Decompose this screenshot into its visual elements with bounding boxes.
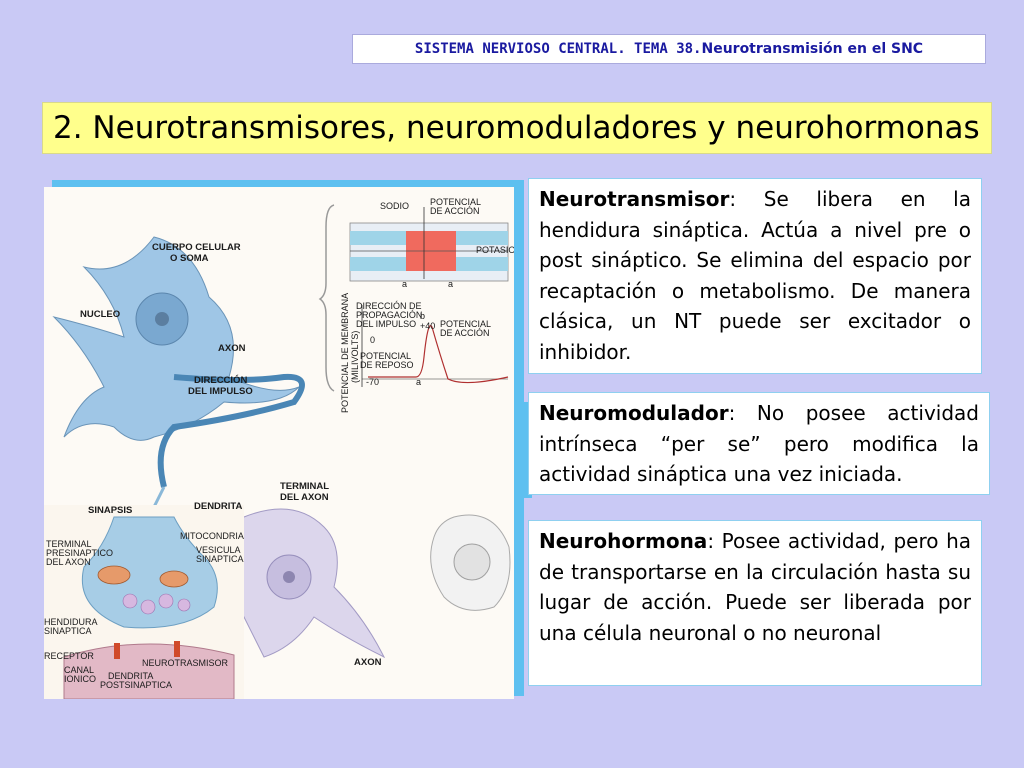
label-potencial-accion-2: DE ACCIÓN [430, 206, 480, 216]
label-axon-1: AXON [218, 343, 246, 354]
label-pot-reposo-1: POTENCIAL [360, 351, 411, 361]
term-neurohormona: Neurohormona [539, 529, 708, 553]
header-course-label: SISTEMA NERVIOSO CENTRAL. TEMA 38. [414, 41, 702, 57]
label-pt-a2: a [448, 279, 453, 289]
neuron-illustration: CUERPO CELULAR O SOMA NUCLEO AXON DIRECC… [44, 187, 514, 699]
label-terminal-pre-1: TERMINAL [46, 539, 92, 549]
synapse-detail [44, 505, 244, 699]
term-neuromodulador: Neuromodulador [539, 401, 729, 425]
neuron-white [430, 514, 511, 611]
neuron-blue [52, 236, 305, 528]
label-neurotrasmisor: NEUROTRASMISOR [142, 658, 229, 668]
label-dendrita-post-1: DENDRITA [108, 671, 153, 681]
label-cuerpo-celular: CUERPO CELULAR [152, 242, 241, 253]
card-neurotransmisor: Neurotransmisor: Se libera en la hendidu… [528, 178, 982, 374]
label-dendrita-post-2: POSTSINAPTICA [100, 680, 172, 690]
label-potasio: POTASIO [476, 245, 514, 255]
label-hendidura-1: HENDIDURA [44, 617, 98, 627]
action-potential-graph [361, 305, 509, 387]
label-dendrita: DENDRITA [194, 501, 243, 512]
card-neuromodulador: Neuromodulador: No posee actividad intrí… [528, 392, 990, 495]
label-mitocondria: MITOCONDRIA [180, 531, 244, 541]
desc-neurohormona: : Posee actividad, pero ha de transporta… [539, 529, 971, 645]
label-dir-prop-3: DEL IMPULSO [356, 319, 416, 329]
label-pt-a1: a [402, 279, 407, 289]
label-pot-reposo-2: DE REPOSO [360, 360, 414, 370]
label-receptor: RECEPTOR [44, 651, 94, 661]
label-axis-potencial: POTENCIAL DE MEMBRANA [340, 293, 350, 413]
label-potencial-accion-1: POTENCIAL [430, 197, 481, 207]
label-del-axon: DEL AXON [280, 492, 329, 503]
label-terminal-pre-2: PRESINAPTICO [46, 548, 113, 558]
label-pt-b: b [420, 311, 425, 321]
label-canal-1: CANAL [64, 665, 94, 675]
label-canal-2: IONICO [64, 674, 96, 684]
label-axis-milivolts: (MILIVOLTS) [350, 331, 360, 383]
label-pot-accion-b-1: POTENCIAL [440, 319, 491, 329]
label-v70: -70 [366, 377, 379, 387]
label-vesicula-1: VESICULA [196, 545, 241, 555]
header-topic-label: Neurotransmisión en el SNC [701, 41, 924, 57]
label-nucleo: NUCLEO [80, 309, 120, 320]
label-pot-accion-b-2: DE ACCIÓN [440, 328, 490, 338]
label-direccion: DIRECCIÓN [194, 374, 247, 386]
label-del-impulso: DEL IMPULSO [188, 386, 253, 397]
slide-title-text: 2. Neurotransmisores, neuromoduladores y… [53, 110, 980, 146]
term-neurotransmisor: Neurotransmisor [539, 187, 730, 211]
slide-title: 2. Neurotransmisores, neuromoduladores y… [42, 102, 992, 154]
label-axon-2: AXON [354, 657, 382, 668]
ion-channel-diagram [349, 207, 509, 282]
label-sinapsis: SINAPSIS [88, 505, 132, 516]
label-v0: 0 [370, 335, 375, 345]
label-dir-prop-2: PROPAGACIÓN [356, 310, 422, 320]
desc-neuromodulador: : No posee actividad intrínseca “per se”… [539, 401, 979, 486]
label-pt-a3: a [416, 377, 421, 387]
label-terminal-pre-3: DEL AXON [46, 557, 91, 567]
label-sodio: SODIO [380, 201, 409, 211]
label-o-soma: O SOMA [170, 253, 209, 264]
course-header: SISTEMA NERVIOSO CENTRAL. TEMA 38. Neuro… [352, 34, 986, 64]
card-neurohormona: Neurohormona: Posee actividad, pero ha d… [528, 520, 982, 686]
label-hendidura-2: SINAPTICA [44, 626, 92, 636]
label-v40: +40 [420, 321, 435, 331]
label-terminal: TERMINAL [280, 481, 329, 492]
desc-neurotransmisor: : Se libera en la hendidura sináptica. A… [539, 187, 971, 364]
label-vesicula-2: SINAPTICA [196, 554, 244, 564]
label-dir-prop-1: DIRECCIÓN DE [356, 301, 422, 311]
